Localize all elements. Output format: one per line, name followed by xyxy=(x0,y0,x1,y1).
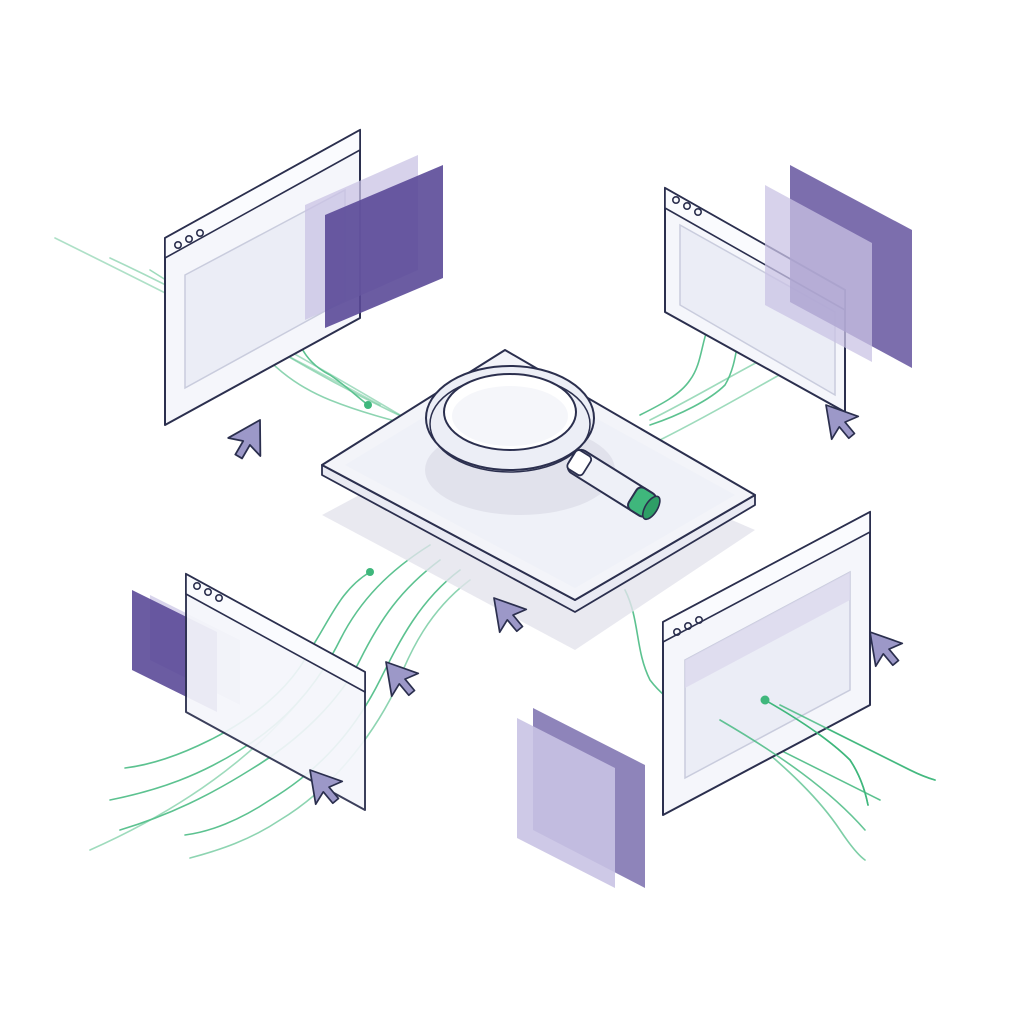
card-top-right xyxy=(765,165,912,368)
connection-dot xyxy=(760,695,770,705)
card-bottom-center xyxy=(517,708,645,888)
cursor-arrow-icon xyxy=(225,419,273,466)
cursor-arrow-icon xyxy=(869,631,904,668)
browser-window-bottom-right xyxy=(662,510,871,816)
cursor-arrow-icon xyxy=(825,404,860,441)
card-top-left xyxy=(305,155,443,328)
browser-window-bottom-left xyxy=(185,572,366,811)
cursor-arrow-icon xyxy=(385,661,420,698)
magnifying-glass-icon xyxy=(425,365,661,521)
connection-lines-foreground xyxy=(719,699,936,831)
